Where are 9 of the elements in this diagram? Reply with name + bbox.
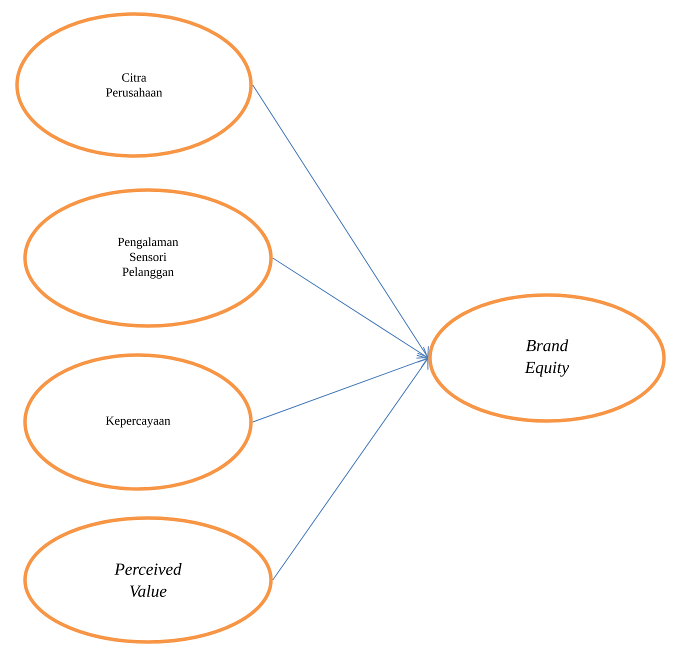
arrow — [272, 258, 428, 359]
arrow — [252, 84, 429, 358]
arrow — [272, 358, 428, 580]
ellipse-node: Pengalaman Sensori Pelanggan — [23, 188, 273, 328]
ellipse-node: Brand Equity — [428, 293, 666, 423]
ellipse-node: Perceived Value — [23, 516, 273, 644]
ellipse-node: Kepercayaan — [23, 353, 253, 491]
arrow — [252, 354, 428, 422]
ellipse-node: Citra Perusahaan — [15, 12, 253, 158]
